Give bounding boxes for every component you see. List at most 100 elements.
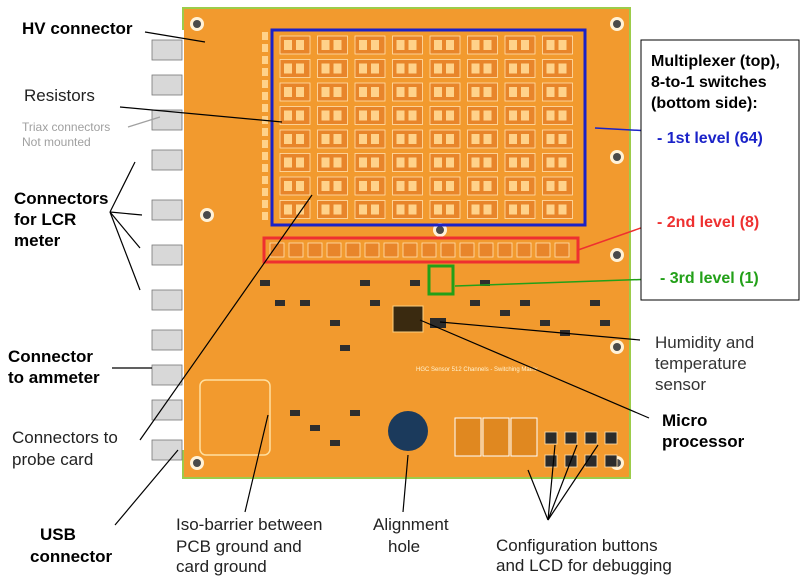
relay-pad — [409, 64, 417, 74]
relay-pad — [509, 40, 517, 50]
resistors-label: Resistors — [24, 86, 95, 106]
humidity-sensor — [430, 318, 446, 328]
smd-part — [340, 345, 350, 351]
resistor — [262, 104, 268, 112]
relay-pad — [284, 40, 292, 50]
smd-part — [520, 300, 530, 306]
relay-pad — [359, 181, 367, 191]
relay-pad — [484, 181, 492, 191]
resistor — [262, 164, 268, 172]
config-button — [605, 455, 617, 467]
relay-pad — [409, 111, 417, 121]
config-button — [605, 432, 617, 444]
mounting-hole-center — [436, 226, 444, 234]
level2-relay — [498, 243, 512, 257]
relay-pad — [484, 40, 492, 50]
lcr-label-2: for LCR — [14, 210, 76, 230]
side-connector — [152, 200, 182, 220]
smd-part — [600, 320, 610, 326]
level2-relay — [555, 243, 569, 257]
relay-pad — [547, 87, 555, 97]
relay-pad — [547, 111, 555, 121]
relay-pad — [509, 87, 517, 97]
relay-pad — [409, 134, 417, 144]
mounting-hole-center — [193, 20, 201, 28]
relay-pad — [284, 205, 292, 215]
level2-relay — [422, 243, 436, 257]
lcr-label-1: Connectors — [14, 189, 108, 209]
relay-pad — [397, 205, 405, 215]
smd-part — [590, 300, 600, 306]
probe-label-2: probe card — [12, 450, 93, 470]
relay-pad — [409, 87, 417, 97]
relay-pad — [434, 64, 442, 74]
resistor — [262, 200, 268, 208]
relay-pad — [521, 40, 529, 50]
smd-part — [470, 300, 480, 306]
resistor — [262, 80, 268, 88]
relay-pad — [371, 87, 379, 97]
relay-pad — [322, 64, 330, 74]
probe-label-1: Connectors to — [12, 428, 118, 448]
level3-label: - 3rd level (1) — [660, 270, 759, 288]
config-button — [545, 432, 557, 444]
humidity-label-2: temperature — [655, 354, 747, 374]
relay-pad — [472, 64, 480, 74]
relay-pad — [359, 87, 367, 97]
relay-pad — [509, 205, 517, 215]
relay-pad — [284, 158, 292, 168]
relay-pad — [296, 64, 304, 74]
level2-relay — [365, 243, 379, 257]
mounting-hole-center — [613, 343, 621, 351]
relay-pad — [409, 205, 417, 215]
smd-part — [330, 440, 340, 446]
relay-pad — [434, 87, 442, 97]
seven-segment-display — [455, 418, 537, 456]
relay-pad — [472, 158, 480, 168]
relay-pad — [446, 40, 454, 50]
relay-pad — [397, 87, 405, 97]
side-connector — [152, 290, 182, 310]
relay-pad — [484, 111, 492, 121]
relay-pad — [334, 134, 342, 144]
mounting-hole-center — [613, 20, 621, 28]
relay-pad — [334, 40, 342, 50]
relay-pad — [296, 158, 304, 168]
relay-pad — [359, 64, 367, 74]
mounting-hole-center — [613, 153, 621, 161]
iso-label-2: PCB ground and — [176, 537, 302, 557]
micro-label-2: processor — [662, 432, 744, 452]
mounting-hole-center — [613, 251, 621, 259]
relay-pad — [472, 205, 480, 215]
relay-pad — [521, 205, 529, 215]
relay-pad — [446, 111, 454, 121]
relay-pad — [334, 64, 342, 74]
relay-pad — [547, 40, 555, 50]
level2-relay — [479, 243, 493, 257]
level2-relay — [403, 243, 417, 257]
relay-pad — [397, 64, 405, 74]
resistor — [262, 44, 268, 52]
relay-pad — [484, 87, 492, 97]
relay-pad — [559, 111, 567, 121]
relay-pad — [359, 40, 367, 50]
relay-pad — [371, 134, 379, 144]
ammeter-label-2: to ammeter — [8, 368, 100, 388]
side-connector — [152, 150, 182, 170]
relay-pad — [371, 40, 379, 50]
resistor — [262, 56, 268, 64]
relay-pad — [446, 87, 454, 97]
relay-pad — [284, 134, 292, 144]
relay-pad — [521, 181, 529, 191]
resistor — [262, 92, 268, 100]
relay-pad — [296, 181, 304, 191]
relay-pad — [434, 134, 442, 144]
relay-pad — [397, 40, 405, 50]
relay-pad — [371, 64, 379, 74]
relay-pad — [434, 111, 442, 121]
relay-pad — [559, 158, 567, 168]
micro-label-1: Micro — [662, 411, 707, 431]
mux-label-2: 8-to-1 switches — [651, 74, 767, 92]
relay-pad — [547, 205, 555, 215]
config-button — [565, 432, 577, 444]
